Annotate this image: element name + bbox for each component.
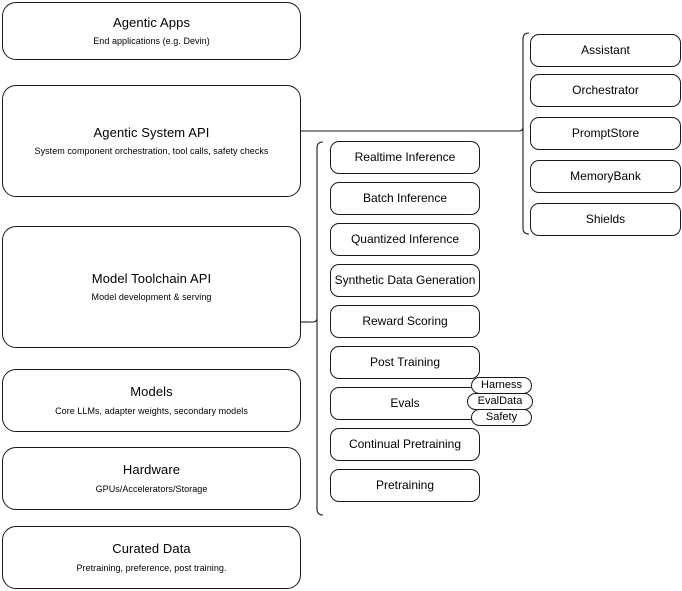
badge-label: EvalData — [477, 395, 523, 407]
badge-harness[interactable]: Harness — [471, 377, 532, 394]
component-label: Continual Pretraining — [348, 437, 462, 451]
component-shields[interactable]: Shields — [530, 203, 681, 236]
layer-title: Models — [130, 384, 173, 400]
layer-hardware[interactable]: Hardware GPUs/Accelerators/Storage — [2, 447, 301, 510]
layer-subtitle: System component orchestration, tool cal… — [34, 146, 269, 156]
component-batch-inference[interactable]: Batch Inference — [330, 182, 480, 215]
component-post-training[interactable]: Post Training — [330, 346, 480, 379]
component-label: Pretraining — [375, 478, 435, 492]
component-label: MemoryBank — [570, 169, 641, 183]
component-label: Reward Scoring — [362, 314, 448, 328]
badge-evaldata[interactable]: EvalData — [467, 393, 533, 410]
layer-model-toolchain-api[interactable]: Model Toolchain API Model development & … — [2, 226, 301, 348]
component-orchestrator[interactable]: Orchestrator — [530, 74, 681, 107]
component-realtime-inference[interactable]: Realtime Inference — [330, 141, 480, 174]
layer-agentic-system-api[interactable]: Agentic System API System component orch… — [2, 85, 301, 197]
layer-subtitle: Pretraining, preference, post training. — [76, 562, 227, 573]
badge-label: Safety — [485, 411, 518, 423]
component-label: Orchestrator — [572, 83, 639, 97]
layer-agentic-apps[interactable]: Agentic Apps End applications (e.g. Devi… — [2, 2, 301, 60]
component-reward-scoring[interactable]: Reward Scoring — [330, 305, 480, 338]
component-assistant[interactable]: Assistant — [530, 34, 681, 67]
component-quantized-inference[interactable]: Quantized Inference — [330, 223, 480, 256]
layer-title: Agentic System API — [93, 124, 210, 140]
component-evals[interactable]: Evals — [330, 387, 480, 420]
brace-toolchain-components — [309, 141, 324, 516]
layer-curated-data[interactable]: Curated Data Pretraining, preference, po… — [2, 526, 301, 589]
component-label: Assistant — [581, 43, 630, 57]
component-label: Shields — [585, 212, 626, 226]
badge-safety[interactable]: Safety — [471, 409, 532, 426]
component-promptstore[interactable]: PromptStore — [530, 117, 681, 150]
badge-label: Harness — [481, 379, 522, 391]
component-label: Realtime Inference — [354, 150, 456, 164]
component-continual-pretraining[interactable]: Continual Pretraining — [330, 428, 480, 461]
component-label: Synthetic Data Generation — [334, 273, 476, 287]
layer-subtitle: Model development & serving — [91, 292, 212, 302]
component-label: Evals — [390, 396, 420, 410]
layer-subtitle: Core LLMs, adapter weights, secondary mo… — [55, 405, 248, 416]
component-label: Batch Inference — [362, 191, 448, 205]
layer-title: Curated Data — [112, 541, 191, 557]
layer-title: Model Toolchain API — [91, 270, 212, 286]
layer-subtitle: End applications (e.g. Devin) — [93, 36, 210, 46]
component-synthetic-data-generation[interactable]: Synthetic Data Generation — [330, 264, 480, 297]
component-pretraining[interactable]: Pretraining — [330, 469, 480, 502]
layer-title: Hardware — [122, 462, 181, 478]
brace-system-components — [515, 32, 530, 235]
component-label: Quantized Inference — [350, 232, 460, 246]
component-memorybank[interactable]: MemoryBank — [530, 160, 681, 193]
component-label: PromptStore — [571, 126, 640, 140]
layer-title: Agentic Apps — [112, 14, 191, 30]
layer-models[interactable]: Models Core LLMs, adapter weights, secon… — [2, 369, 301, 432]
layer-subtitle: GPUs/Accelerators/Storage — [95, 483, 208, 494]
component-label: Post Training — [369, 355, 441, 369]
